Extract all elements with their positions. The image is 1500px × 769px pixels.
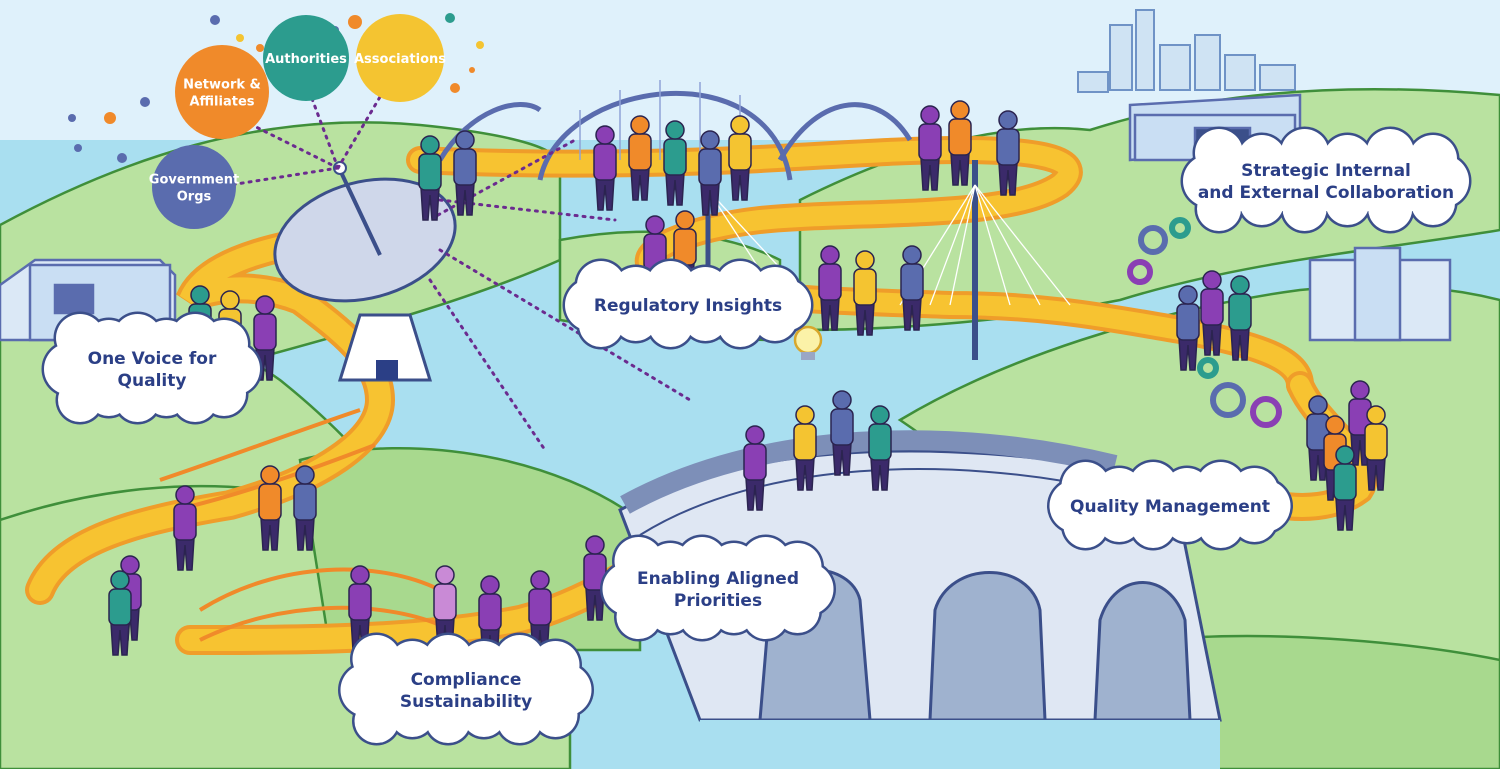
- gear-icon: [1127, 259, 1153, 285]
- person-figure: [293, 465, 317, 551]
- gear-icon: [1169, 217, 1191, 239]
- stakeholder-bubbles: Network & Affiliates Authorities Associatio…: [149, 14, 446, 229]
- cloud-label: Sustainability: [400, 692, 532, 712]
- person-figure: [1176, 285, 1200, 371]
- person-figure: [830, 390, 854, 476]
- person-figure: [818, 245, 842, 331]
- bubble-label: Network &: [183, 78, 261, 93]
- person-figure: [1228, 275, 1252, 361]
- person-figure: [1200, 270, 1224, 356]
- person-figure: [948, 100, 972, 186]
- person-figure: [1333, 445, 1357, 531]
- lightbulb-icon: [793, 325, 823, 360]
- associations-bubble: Associations: [354, 14, 446, 102]
- person-figure: [996, 110, 1020, 196]
- person-figure: [900, 245, 924, 331]
- bubble-label: Orgs: [177, 190, 212, 205]
- person-figure: [108, 570, 132, 656]
- network-affiliates-bubble: Network & Affiliates: [175, 45, 269, 139]
- person-figure: [1364, 405, 1388, 491]
- person-figure: [728, 115, 752, 201]
- decorative-dots: [68, 13, 484, 163]
- authorities-bubble: Authorities: [263, 15, 349, 101]
- gear-icon: [1138, 225, 1168, 255]
- person-figure: [793, 405, 817, 491]
- person-figure: [743, 425, 767, 511]
- cloud-label: Enabling Aligned: [637, 569, 799, 589]
- person-figure: [628, 115, 652, 201]
- bubble-label: Associations: [354, 52, 446, 67]
- person-figure: [853, 250, 877, 336]
- person-figure: [418, 135, 442, 221]
- cloud-label: and External Collaboration: [1198, 183, 1454, 203]
- cloud-label: Quality Management: [1070, 497, 1270, 517]
- satellite-dish-icon: [273, 161, 457, 382]
- cloud-label: Quality: [118, 371, 187, 391]
- person-figure: [698, 130, 722, 216]
- regulatory-insights-cloud: Regulatory Insights: [562, 258, 814, 350]
- gear-icons: [1127, 217, 1282, 428]
- person-figure: [593, 125, 617, 211]
- bubble-label: Authorities: [265, 52, 347, 67]
- quality-management-cloud: Quality Management: [1047, 459, 1293, 551]
- person-figure: [663, 120, 687, 206]
- cloud-label: Compliance: [411, 670, 522, 690]
- person-figure: [868, 405, 892, 491]
- gear-icon: [1250, 396, 1282, 428]
- person-figure: [258, 465, 282, 551]
- cloud-label: Strategic Internal: [1241, 161, 1411, 181]
- city-skyline: [1077, 9, 1296, 93]
- bubble-label: Affiliates: [189, 95, 254, 110]
- cloud-label: Regulatory Insights: [594, 296, 782, 316]
- person-figure: [453, 130, 477, 216]
- person-figure: [253, 295, 277, 381]
- arch-bridge: [437, 80, 913, 181]
- cloud-label: One Voice for: [88, 349, 217, 369]
- person-figure: [173, 485, 197, 571]
- cloud-label: Priorities: [674, 591, 762, 611]
- gear-icon: [1210, 382, 1246, 418]
- person-figure: [918, 105, 942, 191]
- gear-icon: [1197, 357, 1219, 379]
- bubble-label: Government: [149, 173, 239, 188]
